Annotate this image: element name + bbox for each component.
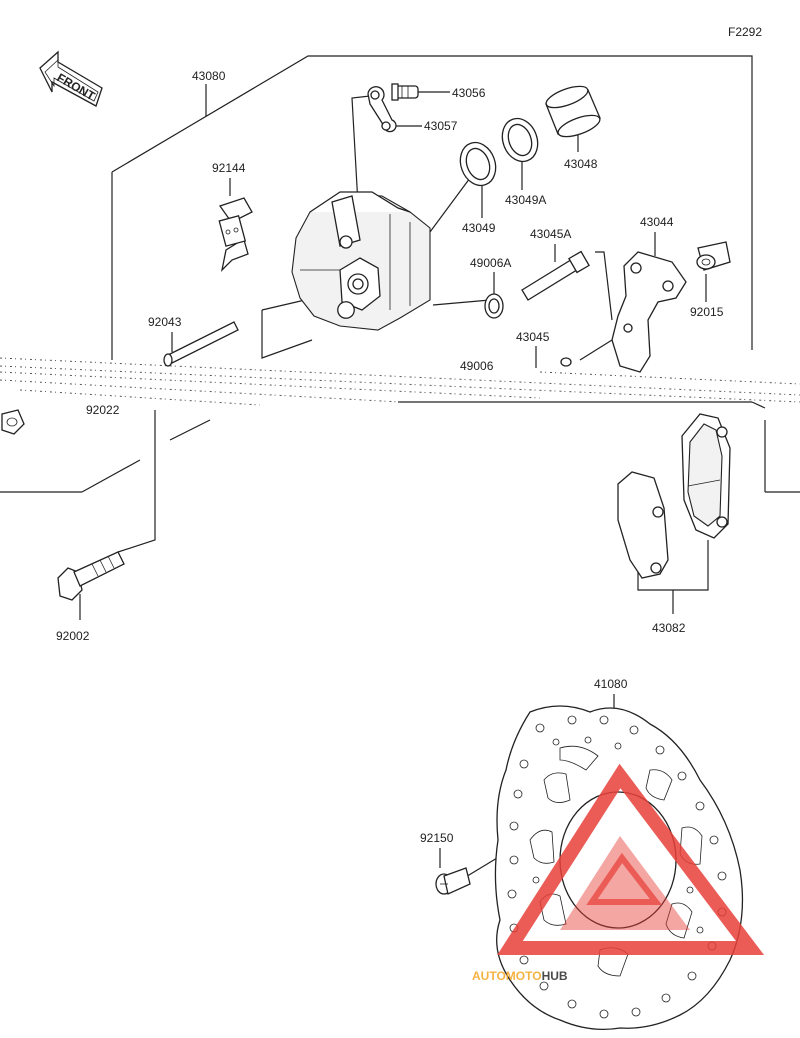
washer-92022 [1, 409, 25, 435]
label-43057: 43057 [424, 119, 458, 133]
label-92002: 92002 [56, 629, 90, 643]
piston-43048 [545, 85, 601, 138]
label-92150: 92150 [420, 831, 454, 845]
label-43049A: 43049A [505, 193, 546, 207]
front-arrow-icon: FRONT [39, 50, 103, 107]
watermark-auto: AUTO [472, 969, 506, 983]
disc-bolt-92150 [435, 867, 471, 895]
bolt-92002 [57, 551, 125, 601]
watermark-moto: MOTO [506, 969, 542, 983]
label-43045A: 43045A [530, 227, 571, 241]
brake-pads-43082 [617, 413, 731, 579]
bushing-92015 [696, 241, 731, 271]
assembly-frame [0, 55, 800, 493]
bracket-43044 [611, 251, 687, 373]
label-43048: 43048 [564, 157, 598, 171]
label-43080: 43080 [192, 69, 226, 83]
label-43044: 43044 [640, 215, 674, 229]
figure-id: F2292 [728, 25, 762, 39]
seal-43049 [459, 141, 497, 187]
boot-49006A [484, 293, 504, 319]
cap-43057 [367, 86, 397, 133]
pin-43045A [521, 250, 590, 301]
caliper-body [291, 191, 431, 331]
watermark-logo: AUTOMOTOHUB [472, 763, 765, 983]
label-49006: 49006 [460, 359, 494, 373]
ring-49006 [560, 357, 572, 367]
pin-92043 [163, 321, 239, 367]
scan-noise [0, 357, 800, 406]
label-92144: 92144 [212, 161, 246, 175]
label-43082: 43082 [652, 621, 686, 635]
label-92015: 92015 [690, 305, 724, 319]
bleed-screw-43056 [391, 83, 419, 101]
watermark-triangle-icon [497, 763, 765, 955]
label-92022: 92022 [86, 403, 120, 417]
label-92043: 92043 [148, 315, 182, 329]
seal-43049A [501, 117, 539, 163]
label-43056: 43056 [452, 86, 486, 100]
label-43045: 43045 [516, 330, 550, 344]
label-41080: 41080 [594, 677, 628, 691]
watermark-hub: HUB [542, 969, 568, 983]
label-49006A: 49006A [470, 256, 511, 270]
spring-clip-92144 [218, 197, 253, 272]
label-43049: 43049 [462, 221, 496, 235]
watermark-text: AUTOMOTOHUB [472, 969, 568, 983]
